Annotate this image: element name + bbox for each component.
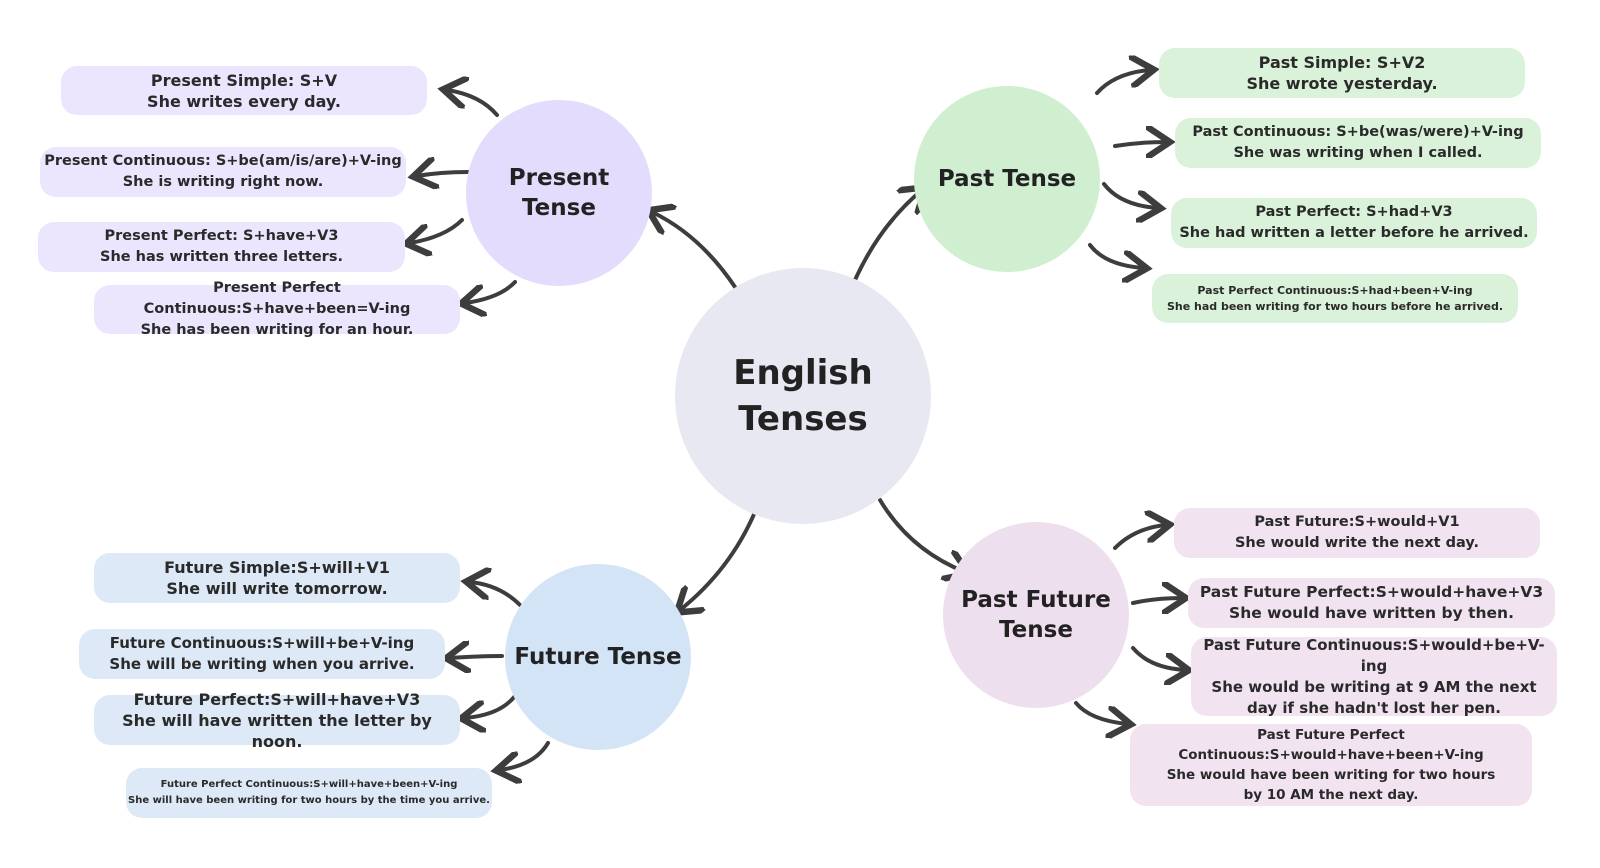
example: She would be writing at 9 AM the next da… [1211,677,1537,717]
example: She was writing when I called. [1233,145,1483,161]
past-future-tense-node: Past Future Tense [943,522,1129,708]
present-continuous-box: Present Continuous: S+be(am/is/are)+V-in… [40,147,406,197]
example: She has written three letters. [100,249,343,265]
past-future-perfect-continuous-box: Past Future Perfect Continuous:S+would+h… [1130,724,1532,806]
future-title: Future Tense [514,644,682,670]
formula: Future Simple:S+will+V1 [164,558,390,577]
formula: Past Future:S+would+V1 [1254,514,1460,530]
formula: Present Perfect Continuous:S+have+been=V… [143,280,411,317]
arrow-center-pastfuture [878,498,965,572]
present-tense-node: Present Tense [466,100,652,286]
center-node: English Tenses [675,268,931,524]
future-tense-node: Future Tense [505,564,691,750]
formula: Past Future Perfect Continuous:S+would+h… [1178,727,1484,763]
arrow-center-present [652,212,737,289]
example: She writes every day. [147,91,341,111]
example: She will write tomorrow. [166,579,388,598]
formula: Present Continuous: S+be(am/is/are)+V-in… [44,153,402,169]
formula: Present Perfect: S+have+V3 [104,228,339,244]
formula: Past Perfect: S+had+V3 [1255,204,1453,220]
formula: Past Future Continuous:S+would+be+V-ing [1203,635,1545,675]
arrow-center-past [853,190,922,282]
example: She will have been writing for two hours… [128,795,490,806]
example: She wrote yesterday. [1246,74,1438,93]
past-perfect-continuous-box: Past Perfect Continuous:S+had+been+V-ing… [1152,274,1518,323]
past-future-title-line2: Tense [999,617,1073,643]
example: She had written a letter before he arriv… [1179,225,1529,241]
example: She will have written the letter by noon… [122,710,432,751]
formula: Present Simple: S+V [150,70,338,90]
formula: Past Perfect Continuous:S+had+been+V-ing [1197,283,1473,297]
past-tense-node: Past Tense [914,86,1100,272]
arrow-center-future [680,510,757,610]
example: She has been writing for an hour. [140,322,414,338]
present-perfect-continuous-box: Present Perfect Continuous:S+have+been=V… [94,280,460,338]
past-future-title-line1: Past Future [961,587,1111,613]
formula: Past Simple: S+V2 [1258,53,1426,72]
center-title-line1: English [733,353,873,393]
example: She is writing right now. [122,174,324,190]
formula: Future Continuous:S+will+be+V-ing [109,634,415,652]
formula: Future Perfect Continuous:S+will+have+be… [160,779,458,790]
present-title-line1: Present [508,165,610,191]
center-title-line2: Tenses [738,399,868,439]
future-perfect-continuous-box: Future Perfect Continuous:S+will+have+be… [126,768,492,818]
formula: Future Perfect:S+will+have+V3 [133,689,421,709]
example: She would write the next day. [1234,535,1480,551]
formula: Past Future Perfect:S+would+have+V3 [1199,583,1544,601]
example: She would have been writing for two hour… [1166,767,1496,803]
present-title-line2: Tense [522,195,596,221]
example: She would have written by then. [1229,604,1514,622]
example: She had been writing for two hours befor… [1166,299,1504,313]
example: She will be writing when you arrive. [109,655,415,673]
formula: Past Continuous: S+be(was/were)+V-ing [1192,124,1524,140]
past-title: Past Tense [937,166,1077,192]
